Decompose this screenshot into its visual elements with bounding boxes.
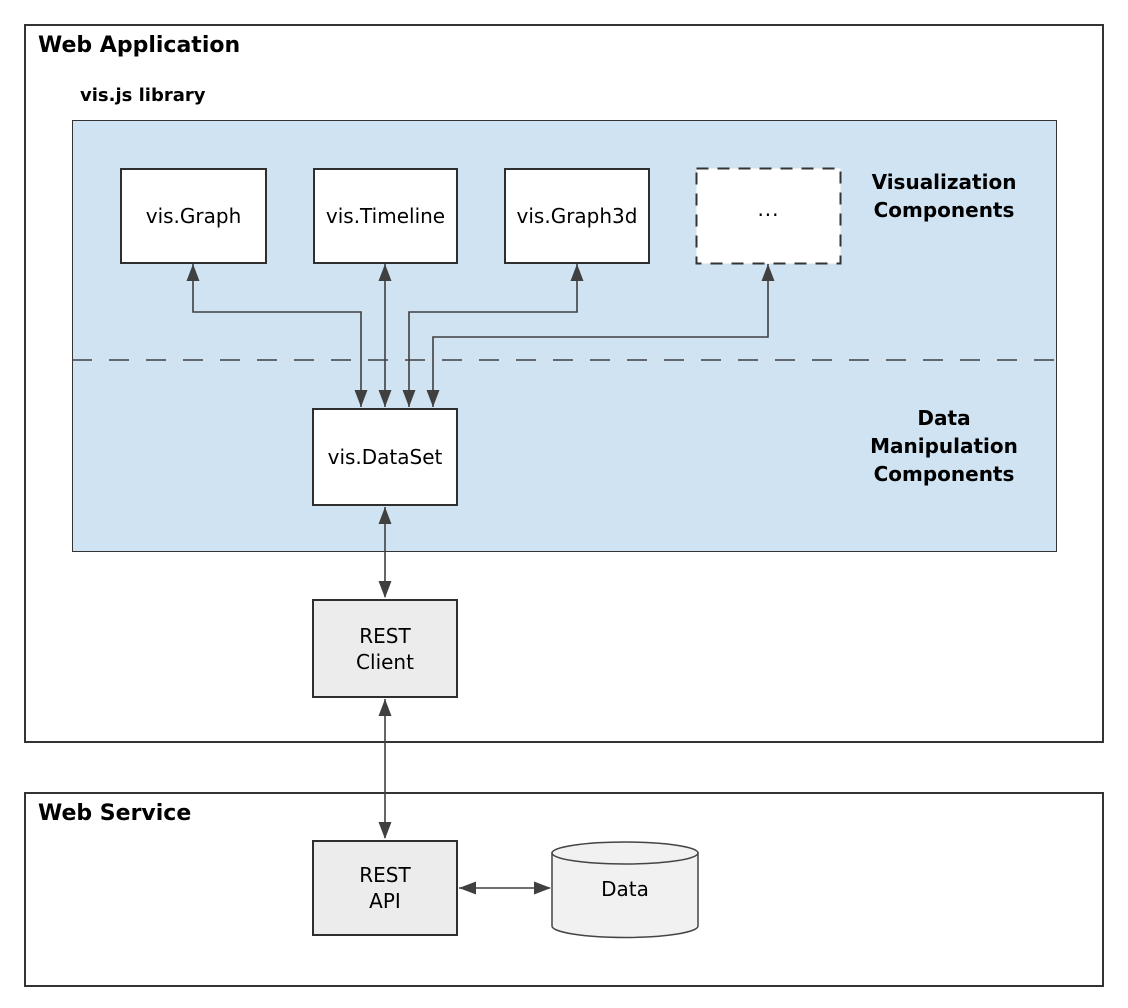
data-manipulation-components-label: Data Manipulation Components bbox=[870, 406, 1018, 486]
component-box-rest-api: REST API bbox=[312, 840, 458, 936]
more-components-label: ... bbox=[757, 196, 780, 221]
component-box-vis-graph: vis.Graph bbox=[120, 168, 267, 264]
vis-graph-label: vis.Graph bbox=[145, 204, 242, 228]
visualization-components-label: Visualization Components bbox=[871, 170, 1017, 222]
web-application-title: Web Application bbox=[38, 33, 241, 58]
component-box-more: ... bbox=[696, 168, 841, 263]
data-store-label: Data bbox=[601, 877, 649, 901]
visjs-library-label: vis.js library bbox=[80, 85, 206, 106]
component-box-vis-dataset: vis.DataSet bbox=[312, 408, 458, 506]
rest-api-label: REST API bbox=[359, 863, 411, 913]
rest-client-label: REST Client bbox=[356, 623, 414, 674]
vis-timeline-label: vis.Timeline bbox=[325, 204, 446, 228]
component-box-vis-graph3d: vis.Graph3d bbox=[504, 168, 650, 264]
component-box-rest-client: REST Client bbox=[312, 599, 458, 698]
component-box-vis-timeline: vis.Timeline bbox=[313, 168, 458, 264]
vis-graph3d-label: vis.Graph3d bbox=[516, 204, 638, 228]
web-service-title: Web Service bbox=[38, 801, 192, 826]
vis-dataset-label: vis.DataSet bbox=[327, 445, 443, 469]
